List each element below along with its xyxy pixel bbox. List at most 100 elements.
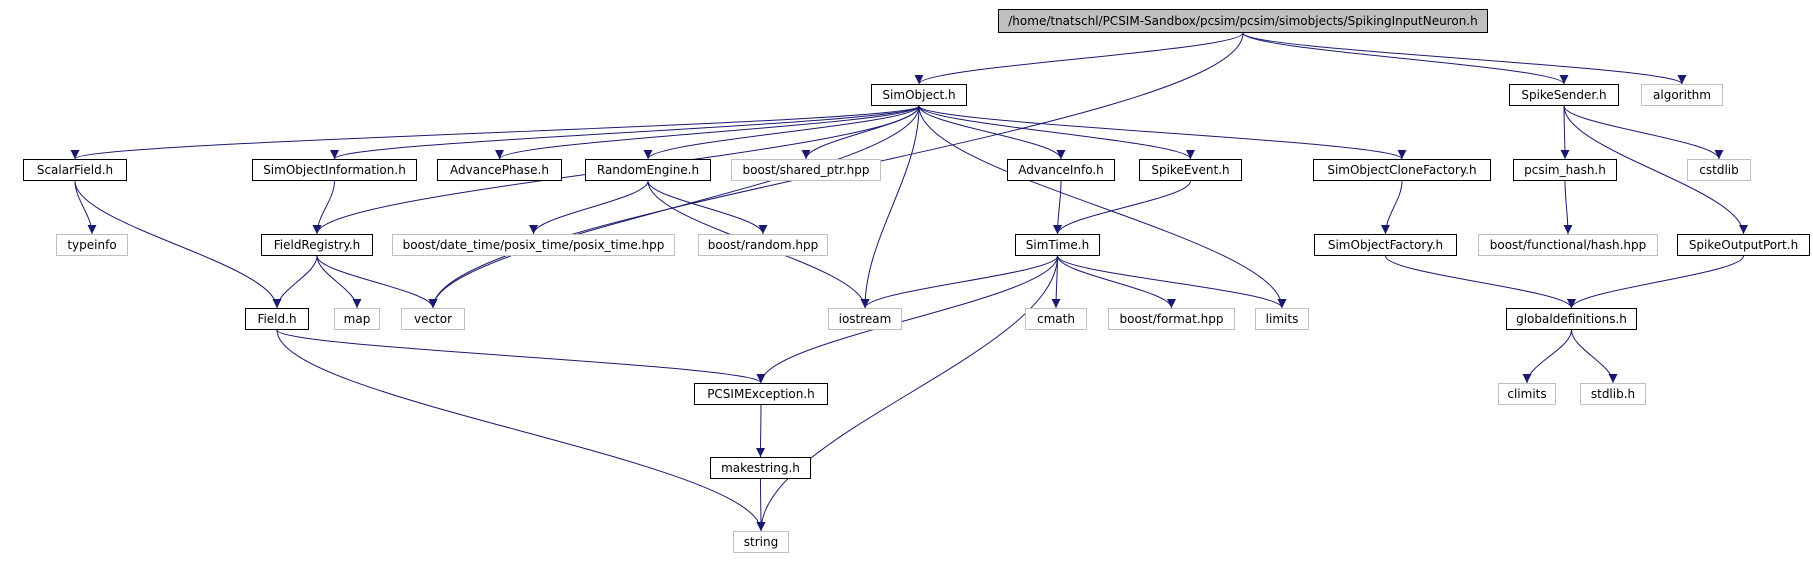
edge-simobject-to-spikeevent: [918, 105, 1195, 160]
node-limits[interactable]: limits: [1255, 308, 1309, 330]
node-label: SimTime.h: [1025, 238, 1090, 252]
node-label: cstdlib: [1699, 163, 1739, 177]
node-spikeevent-h[interactable]: SpikeEvent.h: [1139, 159, 1242, 181]
node-label: SpikeOutputPort.h: [1688, 238, 1799, 252]
edge-clonefactory-to-simobjectfactory: [1381, 180, 1403, 235]
edge-simobject-to-advanceinfo: [918, 105, 1066, 160]
node-cstdlib[interactable]: cstdlib: [1687, 159, 1751, 181]
node-climits[interactable]: climits: [1498, 383, 1556, 405]
edge-pcsimexception-to-makestring: [756, 404, 766, 458]
edge-simobject-to-vector: [428, 105, 920, 309]
edge-simobject-to-clonefactory: [918, 105, 1407, 160]
root-file-node[interactable]: /home/tnatschl/PCSIM-Sandbox/pcsim/pcsim…: [998, 9, 1488, 33]
edge-simobject-to-advancephase: [495, 105, 920, 160]
node-label: SpikeEvent.h: [1151, 163, 1230, 177]
node-makestring-h[interactable]: makestring.h: [710, 457, 811, 479]
edge-simtime-to-string: [756, 255, 1058, 532]
node-simobjectfactory-h[interactable]: SimObjectFactory.h: [1314, 234, 1457, 256]
node-map[interactable]: map: [334, 308, 380, 330]
edge-root-to-algorithm: [1242, 32, 1687, 85]
edge-simtime-to-limits: [1057, 255, 1287, 309]
node-label: makestring.h: [721, 461, 800, 475]
edge-field-to-pcsimexception: [276, 329, 766, 384]
node-label: globaldefinitions.h: [1516, 312, 1627, 326]
node-string[interactable]: string: [733, 531, 789, 553]
edge-advanceinfo-to-simtime: [1053, 180, 1063, 235]
edge-root-to-simobject: [914, 32, 1244, 85]
node-label: AdvanceInfo.h: [1018, 163, 1104, 177]
edge-simobject-to-randomengine: [643, 105, 920, 160]
node-advanceinfo-h[interactable]: AdvanceInfo.h: [1007, 159, 1115, 181]
node-label: AdvancePhase.h: [450, 163, 549, 177]
edge-fieldregistry-to-vector: [316, 255, 438, 309]
edge-pcsim_hash-to-functional_hash: [1563, 180, 1573, 235]
node-label: climits: [1507, 387, 1547, 401]
edge-spikesender-to-pcsim_hash: [1560, 105, 1570, 160]
node-boost-posix-time[interactable]: boost/date_time/posix_time/posix_time.hp…: [392, 234, 675, 256]
edge-fieldregistry-to-map: [316, 255, 362, 309]
node-spikeoutputport-h[interactable]: SpikeOutputPort.h: [1677, 234, 1810, 256]
node-label: boost/random.hpp: [707, 238, 819, 252]
node-simobject-h[interactable]: SimObject.h: [871, 84, 967, 106]
node-label: vector: [413, 312, 453, 326]
node-cmath[interactable]: cmath: [1025, 308, 1087, 330]
node-label: SimObjectInformation.h: [263, 163, 406, 177]
node-stdlib-h[interactable]: stdlib.h: [1580, 383, 1646, 405]
node-pcsimexception-h[interactable]: PCSIMException.h: [694, 383, 828, 405]
edge-spikesender-to-cstdlib: [1563, 105, 1724, 160]
node-boost-random[interactable]: boost/random.hpp: [698, 234, 828, 256]
node-advancephase-h[interactable]: AdvancePhase.h: [437, 159, 562, 181]
edge-fieldregistry-to-field: [272, 255, 318, 309]
node-scalarfield-h[interactable]: ScalarField.h: [23, 159, 127, 181]
node-simobjectinformation-h[interactable]: SimObjectInformation.h: [252, 159, 417, 181]
edge-spikeoutputport-to-globaldefinitions: [1567, 255, 1744, 309]
node-globaldefinitions-h[interactable]: globaldefinitions.h: [1506, 308, 1637, 330]
node-label: stdlib.h: [1590, 387, 1636, 401]
edge-simobject-to-iostream: [860, 105, 920, 309]
node-label: /home/tnatschl/PCSIM-Sandbox/pcsim/pcsim…: [1008, 14, 1478, 28]
node-label: map: [343, 312, 371, 326]
edge-simtime-to-pcsimexception: [756, 255, 1058, 384]
node-label: ScalarField.h: [36, 163, 114, 177]
edge-globaldefinitions-to-climits: [1522, 329, 1572, 384]
node-boost-shared-ptr[interactable]: boost/shared_ptr.hpp: [731, 159, 881, 181]
node-spikesender-h[interactable]: SpikeSender.h: [1509, 84, 1619, 106]
edge-simtime-to-iostream: [860, 255, 1058, 309]
node-boost-functional-hash[interactable]: boost/functional/hash.hpp: [1478, 234, 1658, 256]
node-label: SimObject.h: [882, 88, 956, 102]
edge-randomengine-to-random: [647, 180, 768, 235]
node-simtime-h[interactable]: SimTime.h: [1015, 234, 1100, 256]
node-algorithm[interactable]: algorithm: [1641, 84, 1723, 106]
node-pcsim-hash-h[interactable]: pcsim_hash.h: [1513, 159, 1617, 181]
node-label: boost/shared_ptr.hpp: [742, 163, 870, 177]
node-randomengine-h[interactable]: RandomEngine.h: [585, 159, 711, 181]
edge-spikesender-to-spikeoutputport: [1563, 105, 1748, 235]
edge-simobject-to-simobjectinformation: [330, 105, 920, 160]
node-label: string: [743, 535, 779, 549]
node-boost-format[interactable]: boost/format.hpp: [1108, 308, 1235, 330]
node-label: SimObjectCloneFactory.h: [1327, 163, 1477, 177]
node-label: boost/functional/hash.hpp: [1489, 238, 1647, 252]
node-label: SpikeSender.h: [1521, 88, 1607, 102]
edge-root-to-spikesender: [1242, 32, 1569, 85]
node-iostream[interactable]: iostream: [828, 308, 902, 330]
node-label: limits: [1265, 312, 1299, 326]
node-fieldregistry-h[interactable]: FieldRegistry.h: [261, 234, 373, 256]
edge-simobject-to-limits: [918, 105, 1287, 309]
edge-simobjectinformation-to-fieldregistry: [312, 180, 335, 235]
edge-field-to-string: [276, 329, 766, 532]
node-field-h[interactable]: Field.h: [245, 308, 309, 330]
edge-simtime-to-format: [1057, 255, 1176, 309]
node-typeinfo[interactable]: typeinfo: [56, 234, 128, 256]
edge-makestring-to-string: [756, 478, 766, 532]
node-label: RandomEngine.h: [596, 163, 700, 177]
node-vector[interactable]: vector: [401, 308, 465, 330]
edge-simobjectfactory-to-globaldefinitions: [1385, 255, 1576, 309]
node-label: cmath: [1037, 312, 1075, 326]
node-label: Field.h: [257, 312, 297, 326]
node-label: iostream: [838, 312, 892, 326]
node-label: algorithm: [1653, 88, 1711, 102]
node-simobjectclonefactory-h[interactable]: SimObjectCloneFactory.h: [1313, 159, 1491, 181]
node-label: boost/format.hpp: [1119, 312, 1224, 326]
